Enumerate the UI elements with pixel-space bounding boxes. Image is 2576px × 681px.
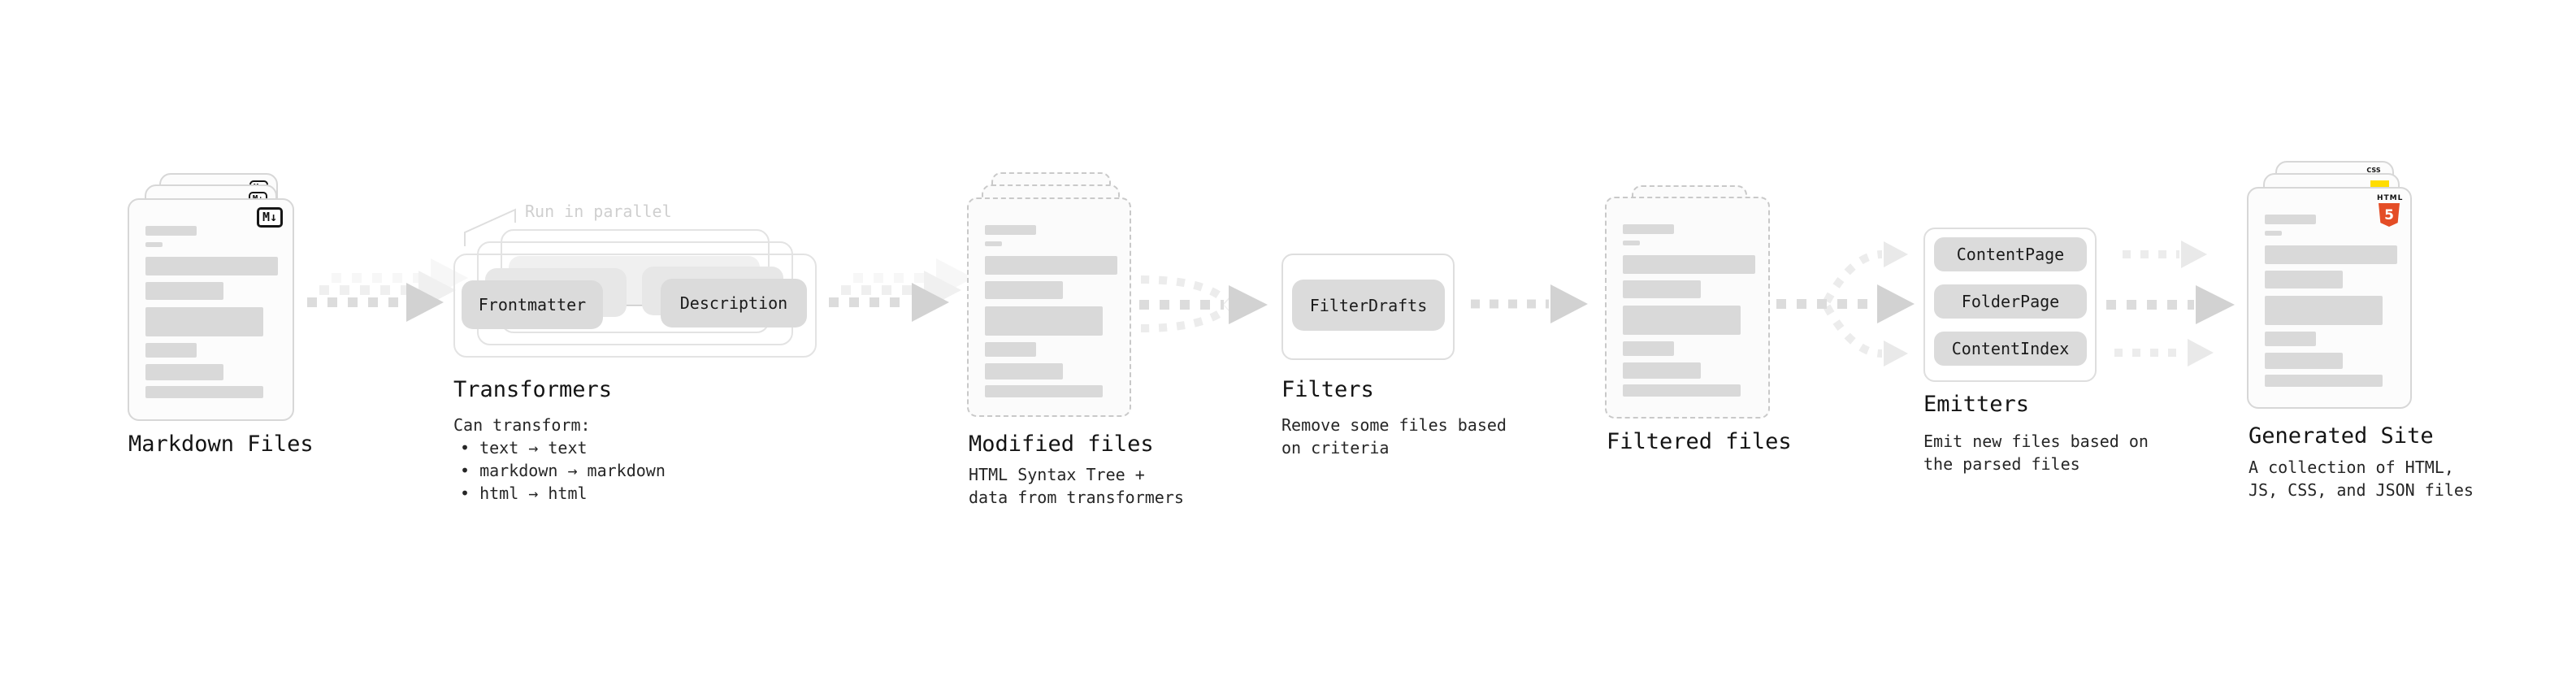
doc-text-line	[985, 306, 1103, 336]
stage-title-filtered-files: Filtered files	[1607, 429, 1792, 454]
generated-site-subtitle: A collection of HTML, JS, CSS, and JSON …	[2249, 456, 2474, 501]
doc-text-line	[2265, 245, 2397, 264]
transformer-pill-description: Description	[661, 279, 807, 327]
doc-text-line	[985, 363, 1063, 380]
doc-text-line	[1623, 280, 1701, 298]
doc-text-line	[145, 364, 223, 380]
doc-text-line	[2265, 332, 2316, 346]
subtitle-line: HTML Syntax Tree +	[969, 465, 1145, 484]
doc-text-line	[1623, 241, 1640, 245]
subtitle-line: Can transform:	[453, 415, 591, 435]
doc-text-line	[985, 385, 1103, 397]
subtitle-line: Emit new files based on	[1923, 432, 2149, 451]
doc-text-line	[985, 256, 1117, 275]
markdown-icon: M↓	[256, 207, 283, 228]
stage-title-markdown-files: Markdown Files	[128, 432, 314, 457]
stage-title-generated-site: Generated Site	[2249, 423, 2434, 449]
arrow-filtered-to-emitters-fan-out	[1776, 241, 1915, 367]
subtitle-line: JS, CSS, and JSON files	[2249, 480, 2474, 500]
emitters-subtitle: Emit new files based on the parsed files	[1923, 430, 2149, 475]
subtitle-line: the parsed files	[1923, 454, 2080, 474]
stage-title-modified-files: Modified files	[969, 432, 1154, 457]
filtered-doc-front	[1605, 197, 1770, 419]
arrow-markdown-to-transformers	[307, 258, 468, 322]
arrow-modified-to-filters-fan-in	[1139, 275, 1268, 332]
subtitle-line: A collection of HTML,	[2249, 458, 2454, 477]
transformer-box-front	[453, 254, 817, 358]
markdown-doc-front: M↓	[128, 198, 294, 421]
emitter-pill-contentpage: ContentPage	[1934, 237, 2087, 271]
doc-text-line	[1623, 384, 1741, 397]
filters-subtitle: Remove some files based on criteria	[1281, 414, 1507, 459]
stage-title-transformers: Transformers	[453, 377, 613, 402]
arrow-transformers-to-modified	[829, 258, 974, 322]
doc-text-line	[985, 281, 1063, 299]
html5-icon-number: 5	[2384, 206, 2394, 223]
doc-text-line	[1623, 362, 1701, 379]
doc-text-line	[985, 225, 1036, 235]
html5-icon-label: HTML	[2377, 194, 2404, 202]
doc-text-line	[2265, 215, 2316, 224]
doc-text-line	[1623, 341, 1674, 356]
doc-text-line	[145, 226, 197, 236]
doc-text-line	[2265, 353, 2343, 369]
filter-pill-filterdrafts: FilterDrafts	[1292, 280, 1445, 331]
doc-text-line	[2265, 231, 2282, 236]
emitter-pill-contentindex: ContentIndex	[1934, 332, 2087, 366]
subtitle-line: • text → text	[460, 438, 588, 458]
stage-title-filters: Filters	[1281, 377, 1374, 402]
stage-title-emitters: Emitters	[1923, 392, 2030, 417]
subtitle-line: • html → html	[460, 484, 588, 503]
subtitle-line: Remove some files based	[1281, 415, 1507, 435]
doc-text-line	[1623, 306, 1741, 335]
modified-doc-front	[967, 197, 1131, 417]
transformers-subtitle: Can transform: • text → text • markdown …	[453, 414, 666, 505]
arrow-filters-to-filtered	[1471, 284, 1588, 323]
doc-text-line	[145, 257, 278, 275]
doc-text-line	[145, 242, 163, 247]
doc-text-line	[2265, 375, 2383, 387]
subtitle-line: data from transformers	[969, 488, 1184, 507]
generated-doc-html: HTML 5	[2247, 187, 2412, 409]
doc-text-line	[2265, 271, 2343, 288]
subtitle-line: • markdown → markdown	[460, 461, 666, 480]
doc-text-line	[145, 343, 197, 358]
doc-text-line	[1623, 255, 1755, 274]
subtitle-line: on criteria	[1281, 438, 1390, 458]
doc-text-line	[985, 241, 1002, 246]
html5-icon-shield: 5	[2379, 203, 2400, 227]
run-in-parallel-annotation: Run in parallel	[525, 202, 672, 221]
doc-text-line	[145, 307, 263, 336]
html5-icon: HTML 5	[2377, 194, 2404, 227]
doc-text-line	[985, 342, 1036, 357]
emitter-pill-folderpage: FolderPage	[1934, 284, 2087, 319]
doc-text-line	[145, 386, 263, 398]
modified-files-subtitle: HTML Syntax Tree + data from transformer…	[969, 463, 1184, 509]
arrows-emitters-to-generated	[2106, 241, 2235, 367]
doc-text-line	[145, 282, 223, 300]
doc-text-line	[2265, 296, 2383, 325]
doc-text-line	[1623, 224, 1674, 234]
transformer-pill-frontmatter: Frontmatter	[462, 280, 603, 329]
css-icon-label: CSS	[2366, 167, 2381, 174]
